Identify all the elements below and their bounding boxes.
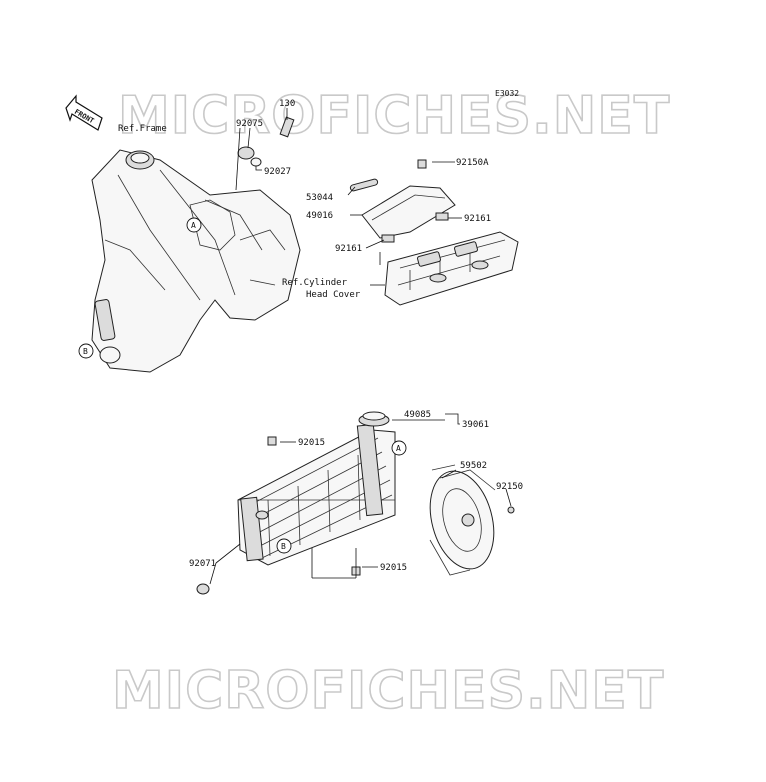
label-head-cover: Head Cover xyxy=(306,290,361,300)
head-cover-illustration xyxy=(384,231,519,306)
collar-92027-icon xyxy=(250,157,262,167)
label-ref-frame: Ref.Frame xyxy=(118,124,167,134)
leader-lines xyxy=(209,108,512,585)
svg-text:B: B xyxy=(281,542,286,551)
protector-plate xyxy=(349,159,456,243)
label-49016: 49016 xyxy=(306,211,333,221)
label-92015-lower: 92015 xyxy=(380,563,407,573)
grommet-92075-icon xyxy=(237,146,255,160)
label-92161-left: 92161 xyxy=(335,244,362,254)
label-92161-right: 92161 xyxy=(464,214,491,224)
diagram-code: E3032 xyxy=(495,89,519,98)
label-92150: 92150 xyxy=(496,482,523,492)
bolt-92150-icon xyxy=(507,506,515,514)
label-39061: 39061 xyxy=(462,420,489,430)
bolt-92015-upper-icon xyxy=(267,436,277,446)
label-130: 130 xyxy=(279,99,295,109)
label-49085: 49085 xyxy=(404,410,431,420)
callout-a-radiator: A xyxy=(391,440,407,456)
callout-a-frame: A xyxy=(186,217,202,233)
front-arrow-icon: FRONT xyxy=(65,94,103,131)
callout-b-radiator: B xyxy=(276,538,292,554)
svg-text:A: A xyxy=(396,444,401,453)
fan-illustration xyxy=(429,464,496,576)
label-92075: 92075 xyxy=(236,119,263,129)
frame-illustration xyxy=(91,149,301,373)
bolt-130-icon xyxy=(279,116,295,138)
callout-b-frame: B xyxy=(78,343,94,359)
label-ref-cylinder: Ref.Cylinder xyxy=(282,278,348,288)
watermark-top: MICROFICHES.NET xyxy=(118,86,670,146)
label-92071: 92071 xyxy=(189,559,216,569)
radiator-illustration xyxy=(237,411,396,566)
label-53044: 53044 xyxy=(306,193,333,203)
svg-text:B: B xyxy=(83,347,88,356)
grommet-92071-icon xyxy=(196,583,210,595)
label-92027: 92027 xyxy=(264,167,291,177)
label-92015-upper: 92015 xyxy=(298,438,325,448)
watermark-bottom: MICROFICHES.NET xyxy=(112,661,664,721)
svg-text:A: A xyxy=(191,221,196,230)
label-59502: 59502 xyxy=(460,461,487,471)
label-92150a: 92150A xyxy=(456,158,489,168)
